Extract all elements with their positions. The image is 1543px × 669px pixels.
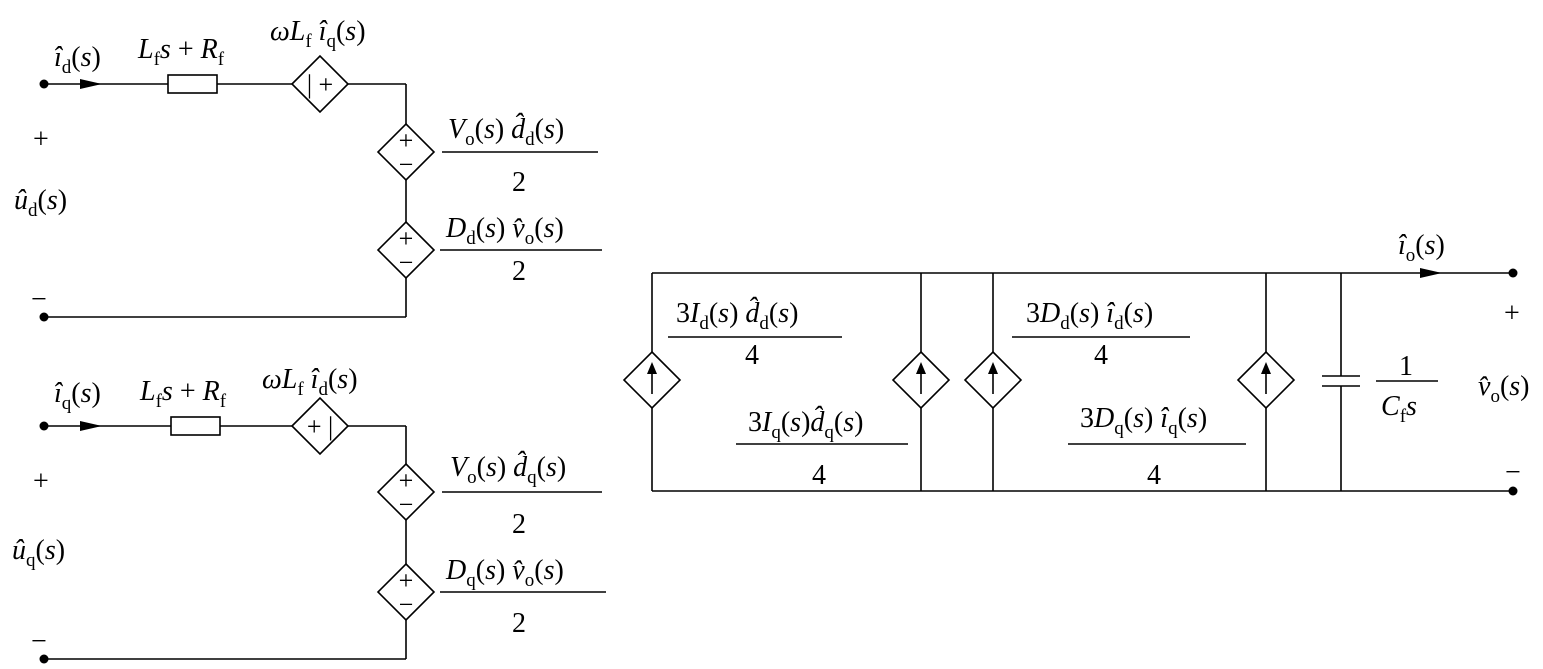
q-impedance-label: Lfs + Rf	[139, 376, 227, 412]
q-plus-sign: +	[33, 466, 49, 497]
arrow-up	[647, 362, 657, 374]
output-current-arrow	[1420, 268, 1442, 278]
dc-source1-numerator: 3Id(s) d̂d(s)	[676, 297, 798, 334]
d-resistor	[167, 74, 218, 94]
q-current-label: îq(s)	[54, 378, 101, 414]
d-source1-denominator: 2	[512, 167, 526, 198]
capacitor-denominator: Cfs	[1381, 391, 1417, 427]
q-source1-denominator: 2	[512, 509, 526, 540]
d-source2-numerator: Dd(s) v̂o(s)	[445, 213, 564, 249]
d-impedance-label: Lfs + Rf	[137, 34, 225, 70]
q-voltage-label: ûq(s)	[12, 535, 65, 571]
source-plus: +	[399, 126, 414, 155]
d-plus-sign: +	[33, 124, 49, 155]
q-source1-numerator: Vo(s) d̂q(s)	[450, 451, 566, 488]
arrow-up	[988, 362, 998, 374]
source-minus: −	[399, 248, 414, 277]
dc-source2-numerator: 3Iq(s)d̂q(s)	[748, 406, 863, 443]
d-voltage-label: ûd(s)	[14, 185, 67, 221]
source-minus: −	[399, 150, 414, 179]
d-input-terminal-bottom	[39, 312, 49, 322]
output-voltage-label: v̂o(s)	[1478, 371, 1530, 407]
output-terminal-top	[1508, 268, 1518, 278]
output-plus-sign: +	[1504, 298, 1520, 329]
dc-side-circuit: 3Id(s) d̂d(s) 4 3Iq(s)d̂q(s) 4 3Dd(s) îd…	[622, 230, 1530, 496]
d-coupling-label: ωLf îq(s)	[270, 16, 366, 52]
dc-source3-denominator: 4	[1094, 340, 1108, 371]
d-coupling-signs: | +	[307, 70, 333, 99]
output-current-label: îo(s)	[1398, 230, 1445, 266]
q-coupling-label: ωLf îd(s)	[262, 364, 358, 400]
d-current-arrow	[80, 79, 102, 89]
arrow-up	[1261, 362, 1271, 374]
q-input-terminal-bottom	[39, 654, 49, 664]
capacitor-numerator: 1	[1399, 351, 1413, 382]
q-resistor	[170, 416, 221, 436]
source-minus: −	[399, 490, 414, 519]
dc-source4-numerator: 3Dq(s) îq(s)	[1080, 403, 1207, 439]
source-plus: +	[399, 466, 414, 495]
dc-source4-denominator: 4	[1147, 460, 1161, 491]
d-source2-denominator: 2	[512, 256, 526, 287]
q-source2-denominator: 2	[512, 608, 526, 639]
q-source2-numerator: Dq(s) v̂o(s)	[445, 555, 564, 591]
output-terminal-bottom	[1508, 486, 1518, 496]
q-current-arrow	[80, 421, 102, 431]
source-plus: +	[399, 224, 414, 253]
arrow-up	[916, 362, 926, 374]
q-coupling-signs: + |	[307, 412, 333, 441]
d-axis-circuit: | + + − + − îd(s) Lfs + Rf ωLf îq(s) Vo(…	[14, 16, 602, 322]
q-minus-sign: −	[31, 626, 47, 657]
d-minus-sign: −	[31, 284, 47, 315]
d-current-label: îd(s)	[54, 42, 101, 78]
dc-source3-numerator: 3Dd(s) îd(s)	[1026, 298, 1153, 334]
d-source1-numerator: Vo(s) d̂d(s)	[448, 113, 564, 150]
output-minus-sign: −	[1505, 457, 1521, 488]
dc-source1-denominator: 4	[745, 340, 759, 371]
source-plus: +	[399, 566, 414, 595]
dc-source2-denominator: 4	[812, 460, 826, 491]
q-axis-circuit: + | + − + − îq(s) Lfs + Rf ωLf îd(s) Vo(…	[12, 364, 606, 664]
source-minus: −	[399, 590, 414, 619]
